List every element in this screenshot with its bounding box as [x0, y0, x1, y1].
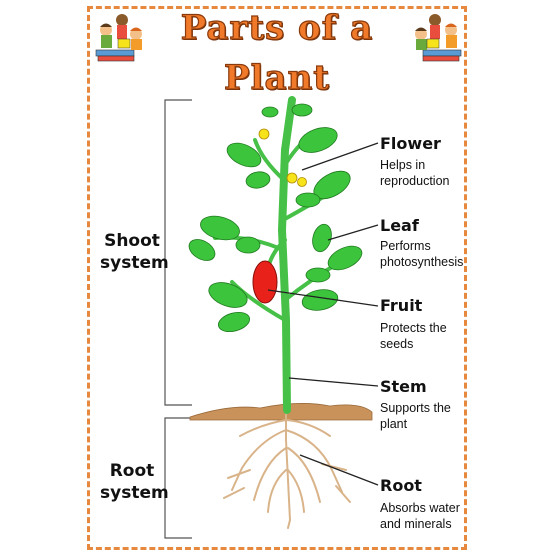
part-desc-flower: Helps in reproduction: [380, 157, 450, 189]
roots: [223, 409, 351, 529]
part-desc-fruit-line-1: Protects the: [380, 321, 447, 335]
part-desc-root-line-2: and minerals: [380, 517, 452, 531]
root-system-bracket: [164, 417, 192, 539]
part-name-stem: Stem: [380, 377, 427, 396]
root-system-line-2: system: [100, 483, 169, 503]
part-desc-stem: Supports the plant: [380, 400, 451, 432]
part-desc-root: Absorbs water and minerals: [380, 500, 460, 532]
part-desc-leaf: Performs photosynthesis: [380, 238, 463, 270]
soil: [189, 403, 373, 421]
part-name-fruit: Fruit: [380, 296, 423, 315]
shoot-system-bracket: [164, 99, 192, 406]
part-desc-stem-line-2: plant: [380, 417, 408, 431]
main-stem: [277, 96, 296, 414]
kids-reading-illustration-right: [415, 14, 462, 62]
part-name-leaf: Leaf: [380, 216, 419, 235]
kids-reading-illustration-left: [95, 14, 142, 62]
part-desc-fruit: Protects the seeds: [380, 320, 447, 352]
part-desc-root-line-1: Absorbs water: [380, 501, 460, 515]
part-desc-flower-line-1: Helps in: [380, 158, 426, 172]
part-desc-fruit-line-2: seeds: [380, 337, 414, 351]
title-line-1: Parts of a: [180, 7, 374, 48]
title-line-2: Plant: [223, 57, 330, 98]
root-system-line-1: Root: [109, 461, 155, 481]
root-system-label: Root system: [100, 460, 169, 504]
tomato-fruit: [252, 260, 278, 304]
leaves: [188, 103, 363, 333]
shoot-system-line-1: Shoot: [104, 231, 160, 251]
part-name-root: Root: [380, 476, 422, 495]
part-desc-leaf-line-2: photosynthesis: [380, 255, 464, 269]
flowers: [258, 128, 307, 187]
shoot-system-line-2: system: [100, 253, 169, 273]
part-desc-flower-line-2: reproduction: [380, 174, 450, 188]
pointer-lines: [267, 142, 379, 486]
part-desc-stem-line-1: Supports the: [380, 401, 451, 415]
part-name-flower: Flower: [380, 134, 441, 153]
shoot-system-label: Shoot system: [100, 230, 169, 274]
part-desc-leaf-line-1: Performs: [380, 239, 431, 253]
